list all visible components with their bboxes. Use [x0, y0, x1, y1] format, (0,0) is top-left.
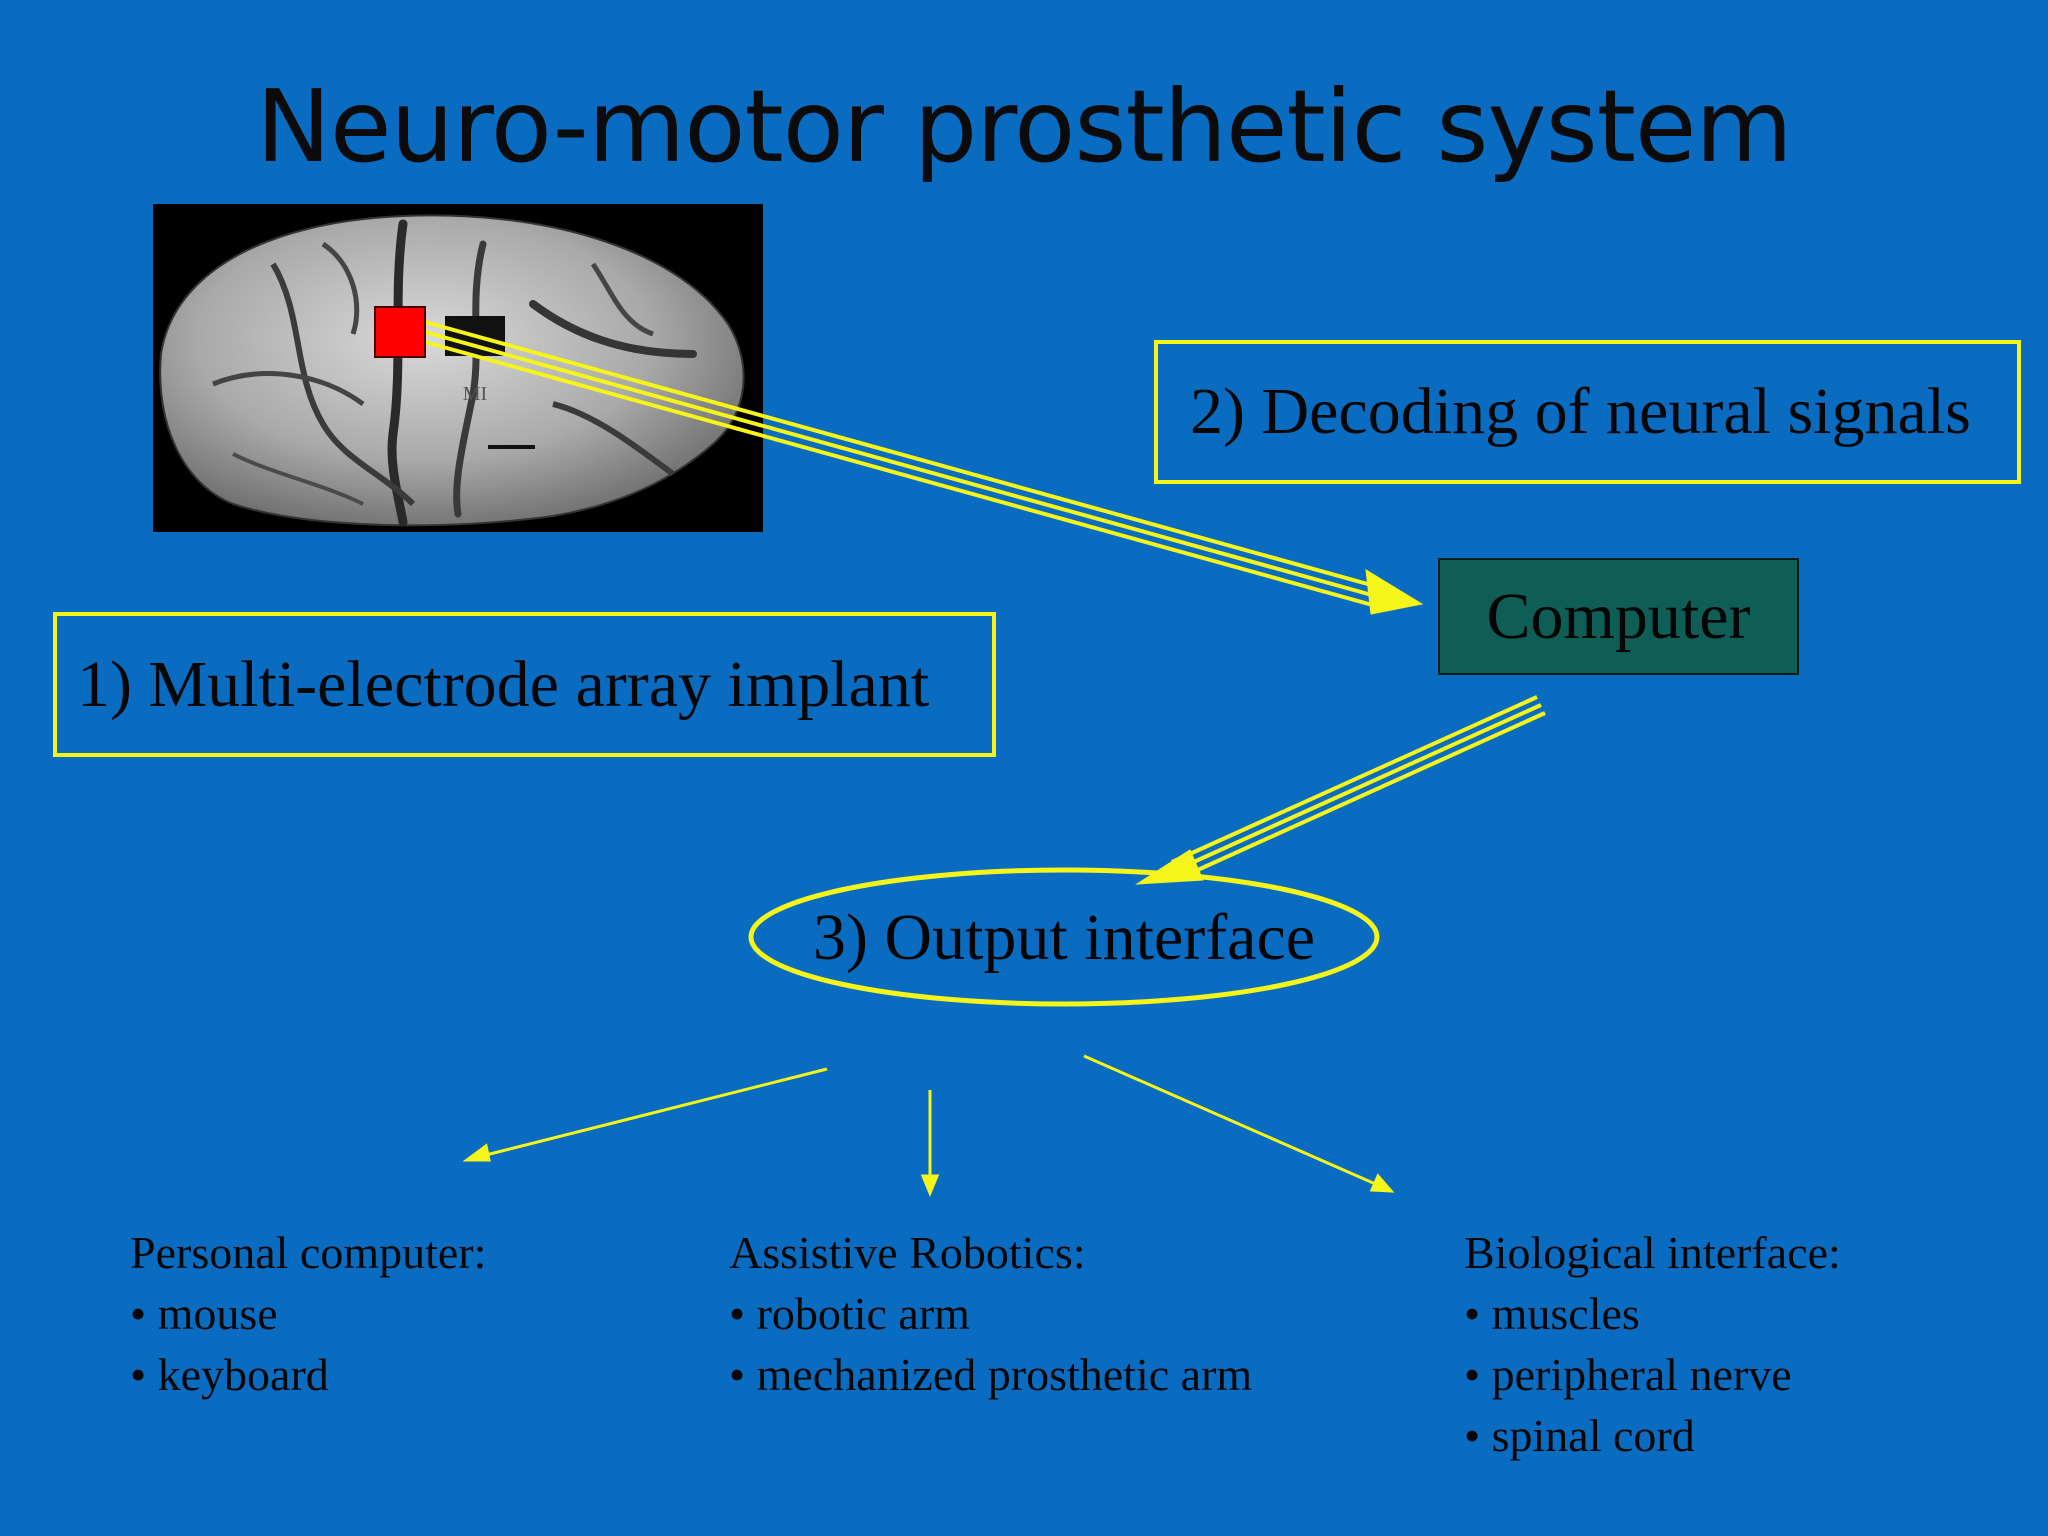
category-heading: Assistive Robotics: — [729, 1227, 1086, 1278]
step-implant-box: 1) Multi-electrode array implant — [53, 612, 996, 757]
category-item: mechanized prosthetic arm — [729, 1344, 1253, 1405]
category-biological-interface: Biological interface: muscles peripheral… — [1464, 1222, 1841, 1466]
computer-output-wires — [1171, 695, 1546, 880]
category-item: robotic arm — [729, 1283, 1252, 1344]
step-decoding-box: 2) Decoding of neural signals — [1154, 340, 2021, 484]
computer-box: Computer — [1438, 558, 1799, 675]
brain-image: MI — [153, 204, 763, 532]
slide-title: Neuro-motor prosthetic system — [256, 68, 1793, 185]
brain-area-label: MI — [463, 383, 487, 405]
category-arrows — [462, 1054, 1395, 1197]
arrow-to-computer-head — [1365, 569, 1424, 615]
category-heading: Personal computer: — [130, 1227, 487, 1278]
category-item: keyboard — [130, 1344, 486, 1405]
category-item: spinal cord — [1464, 1405, 1841, 1466]
computer-label: Computer — [1486, 579, 1751, 653]
output-interface: 3) Output interface — [750, 868, 1378, 1008]
category-item: peripheral nerve — [1464, 1344, 1841, 1405]
category-heading: Biological interface: — [1464, 1227, 1841, 1278]
category-item: mouse — [130, 1283, 486, 1344]
category-personal-computer: Personal computer: mouse keyboard — [130, 1222, 486, 1405]
category-item: muscles — [1464, 1283, 1841, 1344]
brain-illustration: MI — [153, 204, 763, 532]
output-interface-label: 3) Output interface — [812, 901, 1316, 974]
step-implant-label: 1) Multi-electrode array implant — [77, 647, 930, 721]
category-assistive-robotics: Assistive Robotics: robotic arm mechaniz… — [729, 1222, 1252, 1405]
step-decoding-label: 2) Decoding of neural signals — [1190, 375, 1971, 448]
